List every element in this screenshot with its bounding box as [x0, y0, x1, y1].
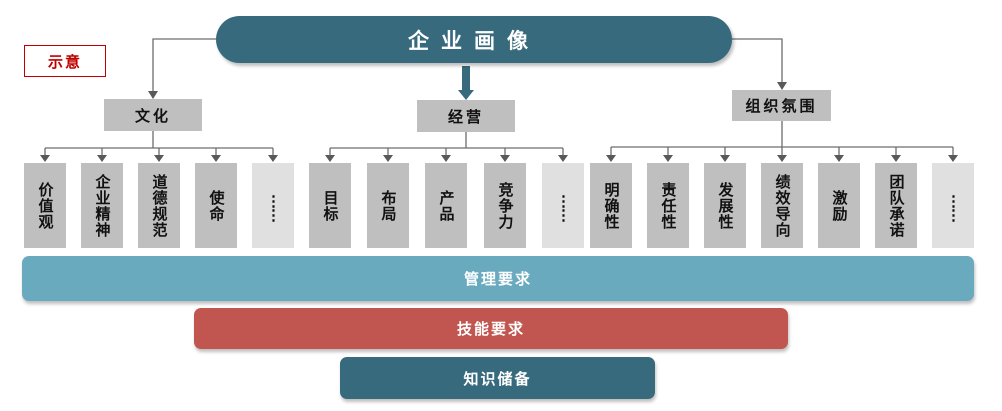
arrow-head-icon [97, 155, 107, 162]
arrow-head-icon [948, 155, 958, 162]
arrow-head-icon [777, 155, 787, 162]
leaf-products: 产品 [425, 163, 467, 248]
category-business: 经营 [417, 100, 515, 132]
category-org-climate: 组织氛围 [732, 90, 831, 121]
leaf-goals: 目标 [309, 163, 351, 248]
arrow-head-icon [606, 155, 616, 162]
leaf-responsibility: 责任性 [647, 163, 689, 248]
leaf-business-more: ⋮⋮ [542, 163, 584, 248]
connector-title-org [732, 38, 783, 88]
leaf-development: 发展性 [704, 163, 746, 248]
leaf-culture-more: ⋮⋮ [252, 163, 294, 248]
leaf-competitiveness: 竞争力 [484, 163, 526, 248]
skill-requirements-bar: 技能要求 [194, 308, 788, 349]
leaf-clarity: 明确性 [590, 163, 632, 248]
arrow-head-icon [891, 155, 901, 162]
arrow-head-icon [458, 90, 474, 100]
arrow-head-icon [777, 82, 787, 90]
leaf-team-commitment: 团队承诺 [875, 163, 917, 248]
category-culture: 文化 [104, 99, 202, 131]
leaf-performance-orientation: 绩效导向 [761, 163, 803, 248]
leaf-incentive: 激励 [818, 163, 860, 248]
knowledge-reserve-bar: 知识储备 [340, 357, 655, 399]
arrow-head-icon [268, 155, 278, 162]
arrow-head-icon [325, 155, 335, 162]
leaf-org-more: ⋮⋮ [932, 163, 974, 248]
management-requirements-bar: 管理要求 [22, 256, 974, 301]
arrow-head-icon [40, 155, 50, 162]
arrow-head-icon [500, 155, 510, 162]
connector-title-business [462, 66, 470, 92]
arrow-head-icon [441, 155, 451, 162]
arrow-head-icon [154, 155, 164, 162]
arrow-head-icon [148, 91, 158, 99]
connector-title-culture [152, 38, 216, 98]
arrow-head-icon [211, 155, 221, 162]
arrow-head-icon [834, 155, 844, 162]
leaf-values: 价值观 [24, 163, 66, 248]
leaf-enterprise-spirit: 企业精神 [81, 163, 123, 248]
arrow-head-icon [558, 155, 568, 162]
legend-box: 示意 [24, 45, 106, 77]
arrow-head-icon [720, 155, 730, 162]
leaf-layout: 布局 [367, 163, 409, 248]
arrow-head-icon [383, 155, 393, 162]
arrow-head-icon [663, 155, 673, 162]
title-node: 企业画像 [216, 16, 732, 63]
leaf-ethics: 道德规范 [138, 163, 180, 248]
leaf-mission: 使命 [195, 163, 237, 248]
